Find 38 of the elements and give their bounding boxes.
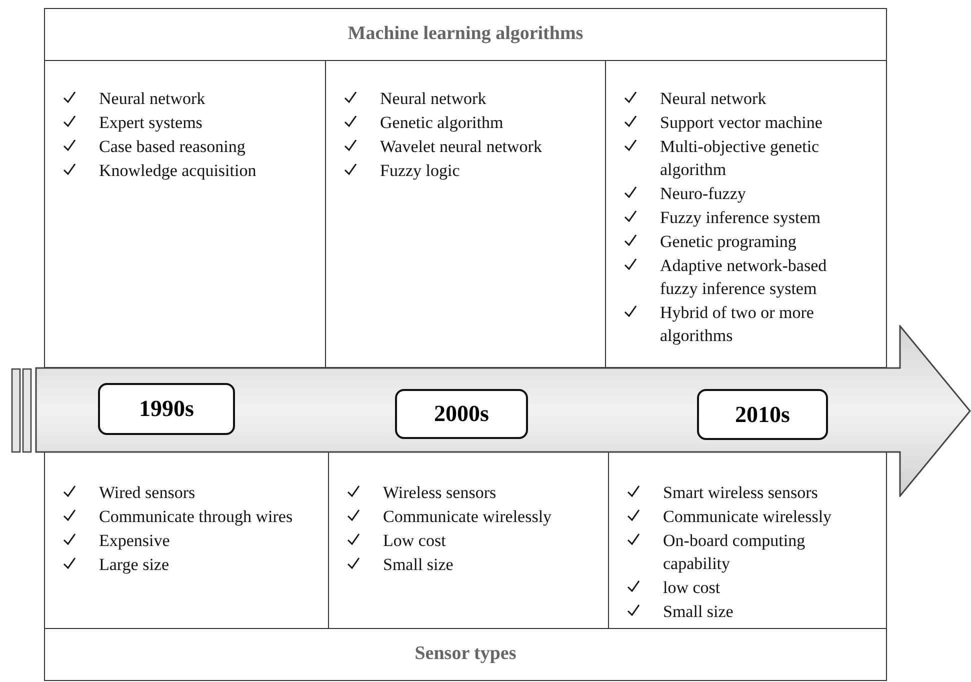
list-item: Smart wireless sensors	[663, 482, 819, 504]
list-item: Multi-objective genetic algorithm	[660, 136, 820, 181]
list-item: Fuzzy logic	[380, 160, 461, 182]
timeline-arrow	[35, 325, 971, 497]
decade-label: 1990s	[98, 383, 235, 435]
list-item: Wireless sensors	[383, 482, 498, 504]
list-item: Low cost	[383, 530, 447, 552]
decade-label: 2000s	[395, 389, 528, 439]
decade-label: 2010s	[697, 389, 828, 440]
list-item: Expensive	[99, 530, 171, 552]
list-item: Support vector machine	[660, 112, 824, 134]
list-item: Small size	[383, 554, 454, 576]
list-item: Neural network	[99, 88, 206, 110]
list-column	[605, 60, 887, 368]
list-item: Knowledge acquisition	[99, 160, 258, 182]
list-item: Expert systems	[99, 112, 204, 134]
list-item: Genetic programing	[660, 231, 798, 253]
list-item: Neural network	[660, 88, 768, 110]
section-header	[44, 628, 887, 681]
list-item: Wired sensors	[99, 482, 196, 504]
section-header	[44, 8, 887, 61]
section-title: Machine learning algorithms	[346, 23, 584, 45]
list-item: Adaptive network-based fuzzy inference system	[660, 255, 828, 300]
section-title: Sensor types	[414, 643, 518, 665]
list-item: Genetic algorithm	[380, 112, 504, 134]
list-item: Neuro-fuzzy	[660, 183, 747, 205]
list-item: Communicate wirelessly	[383, 506, 553, 528]
list-item: Fuzzy inference system	[660, 207, 822, 229]
list-item: Large size	[99, 554, 170, 576]
list-item: Hybrid of two or more algorithms	[660, 302, 815, 347]
list-item: Neural network	[380, 88, 488, 110]
list-item: Wavelet neural network	[380, 136, 543, 158]
list-item: Case based reasoning	[99, 136, 246, 158]
list-item: low cost	[663, 577, 722, 599]
list-column	[44, 60, 326, 368]
list-item: Small size	[663, 601, 734, 623]
list-item: Communicate through wires	[99, 506, 294, 528]
list-item: Communicate wirelessly	[663, 506, 833, 528]
